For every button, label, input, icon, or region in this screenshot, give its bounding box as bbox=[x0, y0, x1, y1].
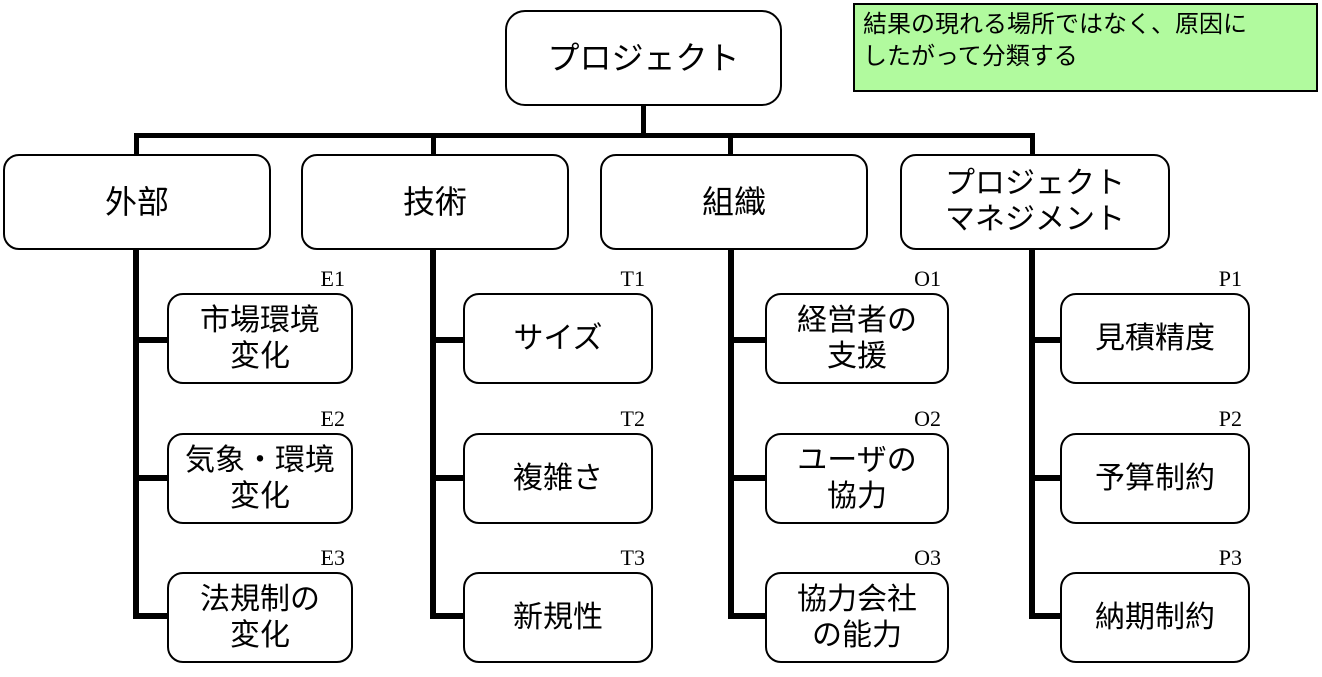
connector-main-rail bbox=[134, 133, 1035, 138]
risk-code-o3: O3 bbox=[914, 545, 941, 570]
node-risk-e1: 市場環境 変化 bbox=[167, 293, 353, 384]
risk-cell-e2: E2 気象・環境 変化 bbox=[167, 407, 353, 524]
risk-cell-t1: T1 サイズ bbox=[463, 267, 653, 384]
node-risk-o2: ユーザの 協力 bbox=[765, 433, 949, 524]
risk-cell-p2: P2 予算制約 bbox=[1060, 407, 1250, 524]
node-risk-e3: 法規制の 変化 bbox=[167, 572, 353, 663]
node-category-organization: 組織 bbox=[600, 154, 868, 250]
risk-cell-o2: O2 ユーザの 協力 bbox=[765, 407, 949, 524]
node-category-project-management: プロジェクト マネジメント bbox=[900, 154, 1170, 250]
trunk-organization bbox=[728, 249, 734, 619]
stub-e2 bbox=[133, 475, 170, 481]
risk-cell-p3: P3 納期制約 bbox=[1060, 546, 1250, 663]
stub-o2 bbox=[728, 475, 768, 481]
connector-root-drop bbox=[641, 104, 646, 136]
stub-p1 bbox=[1029, 337, 1063, 343]
stub-p3 bbox=[1029, 613, 1063, 619]
risk-code-p2: P2 bbox=[1218, 406, 1242, 431]
node-risk-p2: 予算制約 bbox=[1060, 433, 1250, 524]
risk-code-e2: E2 bbox=[320, 406, 345, 431]
risk-cell-e1: E1 市場環境 変化 bbox=[167, 267, 353, 384]
stub-e1 bbox=[133, 337, 170, 343]
node-risk-e2: 気象・環境 変化 bbox=[167, 433, 353, 524]
risk-cell-t2: T2 複雑さ bbox=[463, 407, 653, 524]
risk-code-p3: P3 bbox=[1218, 545, 1242, 570]
stub-t3 bbox=[430, 613, 466, 619]
node-project: プロジェクト bbox=[505, 10, 782, 106]
risk-code-o2: O2 bbox=[914, 406, 941, 431]
stub-o1 bbox=[728, 337, 768, 343]
stub-e3 bbox=[133, 613, 170, 619]
node-category-external: 外部 bbox=[3, 154, 271, 250]
risk-cell-o1: O1 経営者の 支援 bbox=[765, 267, 949, 384]
stub-p2 bbox=[1029, 475, 1063, 481]
stub-t1 bbox=[430, 337, 466, 343]
risk-code-e3: E3 bbox=[320, 545, 345, 570]
risk-code-t2: T2 bbox=[620, 406, 645, 431]
node-risk-t2: 複雑さ bbox=[463, 433, 653, 524]
trunk-technology bbox=[430, 249, 436, 619]
node-risk-t3: 新規性 bbox=[463, 572, 653, 663]
risk-code-p1: P1 bbox=[1218, 266, 1242, 291]
stub-t2 bbox=[430, 475, 466, 481]
node-risk-p3: 納期制約 bbox=[1060, 572, 1250, 663]
risk-cell-t3: T3 新規性 bbox=[463, 546, 653, 663]
node-risk-o1: 経営者の 支援 bbox=[765, 293, 949, 384]
risk-cell-e3: E3 法規制の 変化 bbox=[167, 546, 353, 663]
connector-drop-projectmgmt bbox=[1030, 133, 1035, 155]
trunk-projectmgmt bbox=[1029, 249, 1035, 619]
risk-cell-p1: P1 見積精度 bbox=[1060, 267, 1250, 384]
risk-cell-o3: O3 協力会社 の能力 bbox=[765, 546, 949, 663]
node-risk-p1: 見積精度 bbox=[1060, 293, 1250, 384]
risk-code-t1: T1 bbox=[620, 266, 645, 291]
node-category-technology: 技術 bbox=[301, 154, 569, 250]
note-callout: 結果の現れる場所ではなく、原因に したがって分類する bbox=[853, 3, 1318, 92]
connector-drop-technology bbox=[431, 133, 436, 155]
risk-code-o1: O1 bbox=[914, 266, 941, 291]
node-risk-o3: 協力会社 の能力 bbox=[765, 572, 949, 663]
node-risk-t1: サイズ bbox=[463, 293, 653, 384]
risk-code-t3: T3 bbox=[620, 545, 645, 570]
connector-drop-organization bbox=[728, 133, 733, 155]
trunk-external bbox=[133, 249, 139, 619]
connector-drop-external bbox=[134, 133, 139, 155]
stub-o3 bbox=[728, 613, 768, 619]
risk-code-e1: E1 bbox=[320, 266, 345, 291]
